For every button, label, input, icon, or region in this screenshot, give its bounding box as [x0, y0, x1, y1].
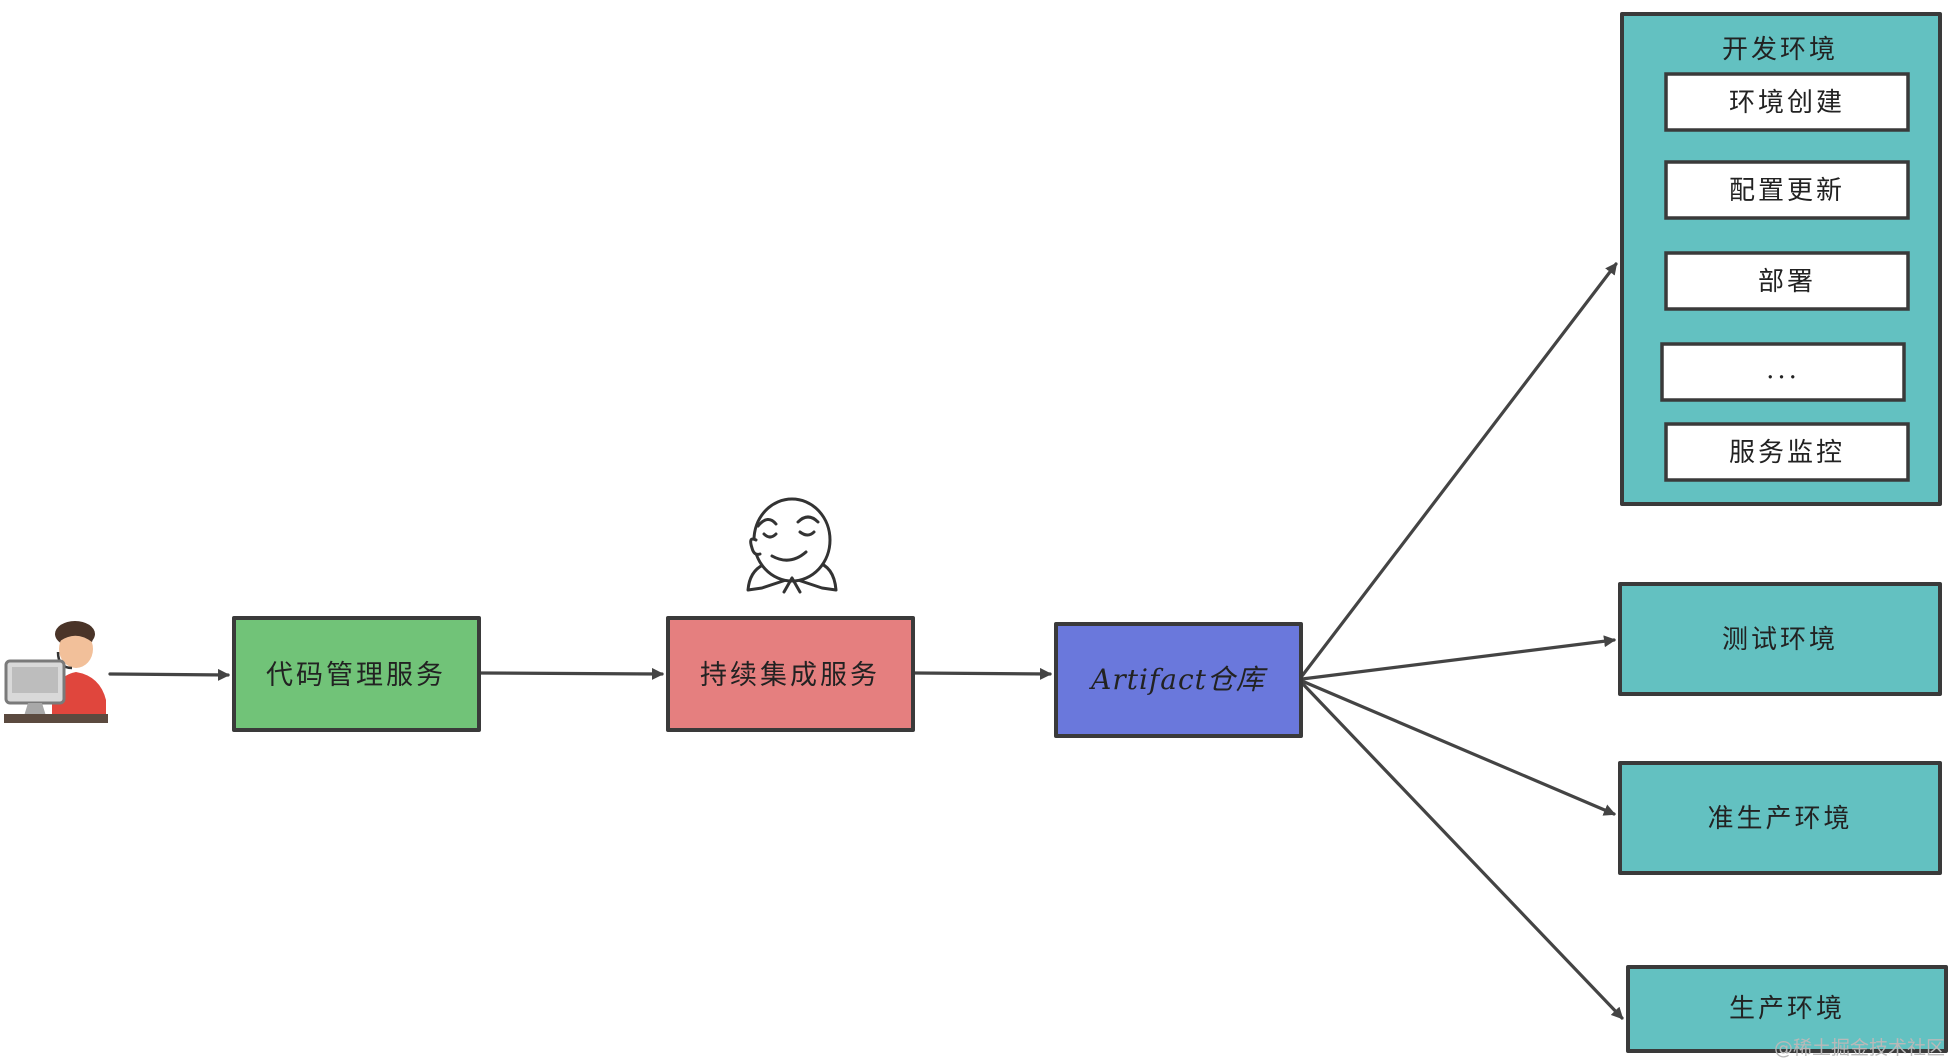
node-prod-env[interactable]: 生产环境 [1626, 965, 1948, 1053]
node-staging-env-label: 准生产环境 [1707, 804, 1852, 834]
dev-env-item-create[interactable]: 环境创建 [1664, 72, 1910, 132]
arrow-artifact-to-prod [1300, 681, 1624, 1020]
node-artifact-repo[interactable]: Artifact仓库 [1054, 622, 1303, 738]
node-code-management[interactable]: 代码管理服务 [232, 616, 481, 732]
dev-env-item-deploy[interactable]: 部署 [1664, 251, 1910, 311]
node-code-management-label: 代码管理服务 [266, 660, 446, 691]
dev-env-item-label: 环境创建 [1729, 88, 1845, 118]
arrow-artifact-to-test [1300, 635, 1616, 681]
connectors [108, 262, 1624, 1020]
dev-env-item-label: ... [1766, 355, 1800, 385]
arrow-ci-to-artifact [913, 667, 1052, 680]
dev-env-item-more[interactable]: ... [1660, 342, 1906, 402]
dev-env-title: 开发环境 [1722, 35, 1838, 65]
arrow-developer-to-code [108, 668, 230, 681]
dev-env-item-label: 服务监控 [1729, 438, 1845, 468]
node-staging-env[interactable]: 准生产环境 [1618, 761, 1942, 875]
node-test-env[interactable]: 测试环境 [1618, 582, 1942, 696]
dev-env-item-monitoring[interactable]: 服务监控 [1664, 422, 1910, 482]
arrow-artifact-to-dev [1300, 262, 1618, 678]
node-artifact-repo-label: Artifact仓库 [1088, 663, 1268, 696]
dev-env-item-label: 配置更新 [1729, 176, 1845, 206]
node-test-env-label: 测试环境 [1722, 625, 1838, 655]
node-ci-service[interactable]: 持续集成服务 [666, 616, 915, 732]
arrow-artifact-to-staging [1300, 679, 1616, 816]
dev-env-item-label: 部署 [1758, 267, 1816, 297]
node-prod-env-label: 生产环境 [1729, 994, 1845, 1024]
dev-env-item-config-update[interactable]: 配置更新 [1664, 160, 1910, 220]
watermark: @稀土掘金技术社区 [1774, 1037, 1945, 1059]
arrow-code-to-ci [478, 667, 664, 680]
node-ci-service-label: 持续集成服务 [700, 660, 880, 691]
node-dev-env[interactable]: 开发环境 环境创建 配置更新 部署 ... 服务监控 [1620, 12, 1942, 506]
developer-at-computer-icon [4, 621, 108, 723]
jenkins-butler-icon [746, 497, 838, 594]
